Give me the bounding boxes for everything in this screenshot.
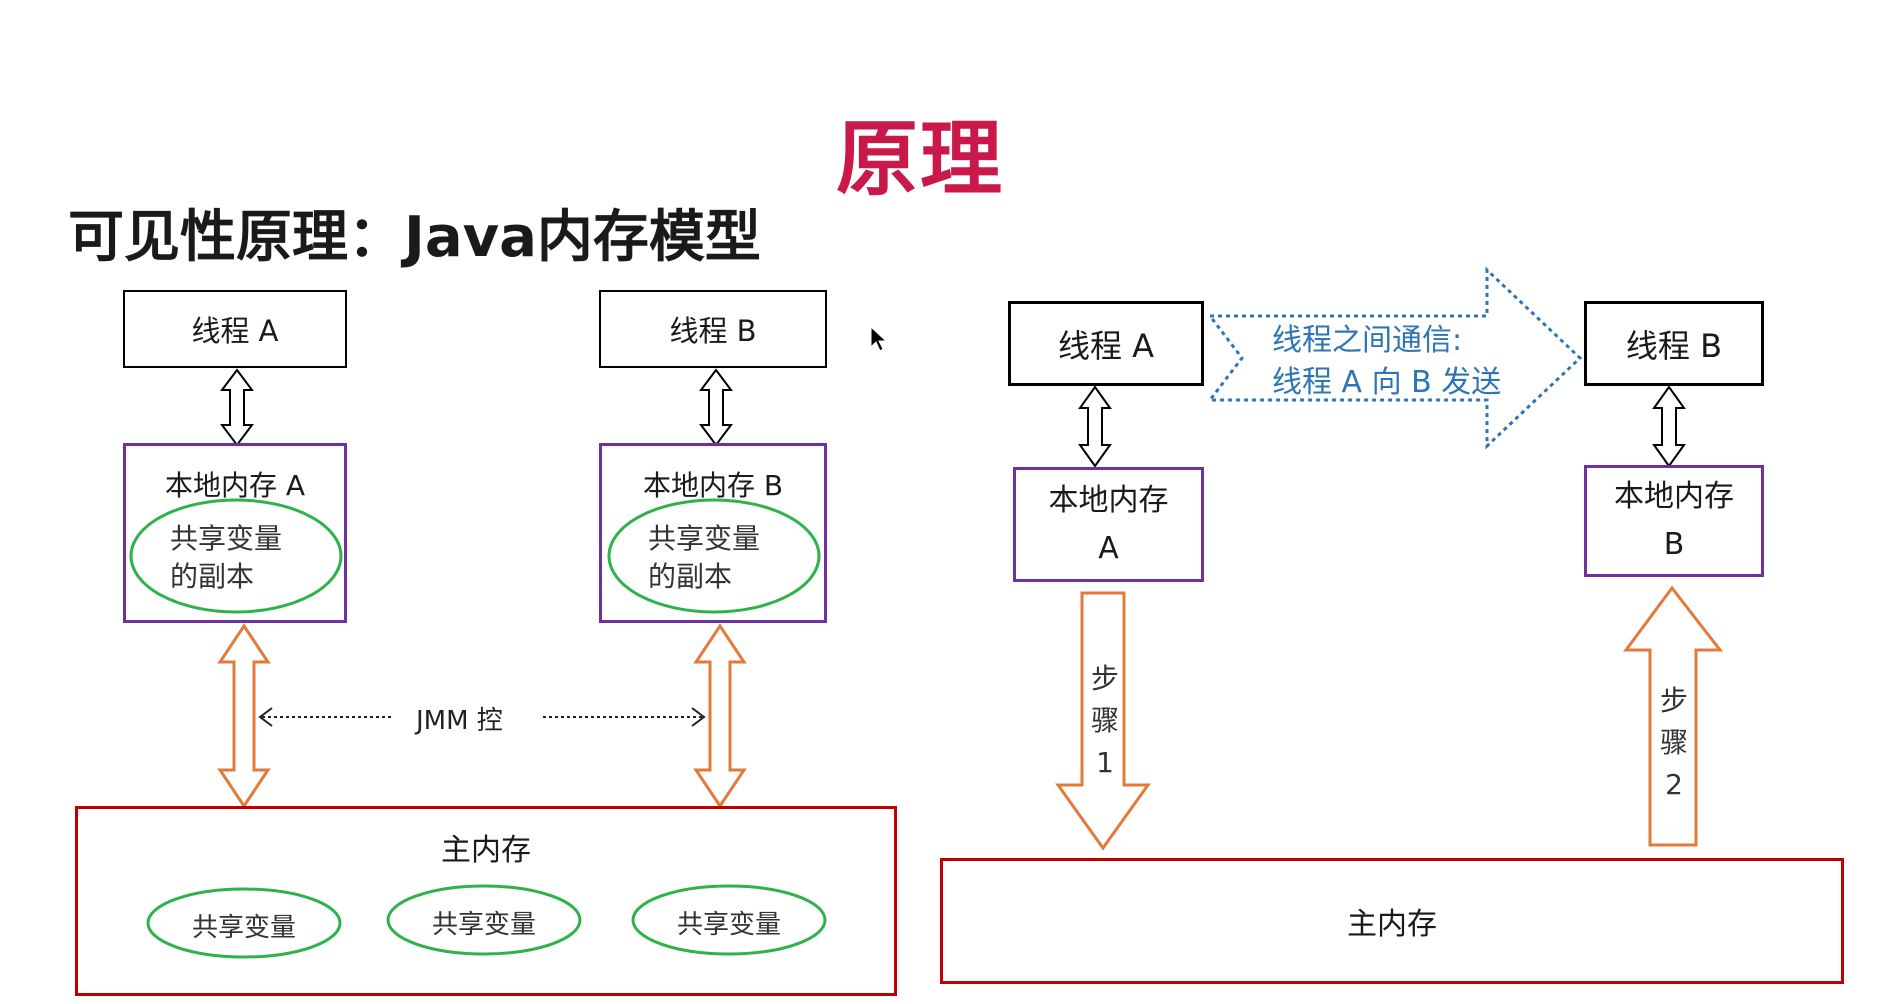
right-local-memory-b: 本地内存 B [1584,465,1764,577]
copy-label-a: 共享变量 的副本 [170,522,283,593]
jmm-label: JMM 控 [410,700,509,737]
main-memory-right-label: 主内存 [1347,907,1437,942]
right-thread-b-box: 线程 B [1584,301,1764,386]
copy-label-b: 共享变量 的副本 [648,522,761,593]
local-memory-a-title: 本地内存 A [164,469,306,502]
shared-label-2: 共享变量 [431,910,536,940]
step2-label: 步 骤 2 [1659,684,1688,801]
thread-b-box: 线程 B [599,290,827,368]
step1-label: 步 骤 1 [1090,662,1119,779]
shared-ellipse-1 [146,887,342,959]
local-memory-b-title: 本地内存 B [642,469,784,502]
thread-a-label: 线程 A [191,314,279,348]
double-arrow-right-thread-a [1078,385,1112,468]
right-local-memory-a: 本地内存 A [1013,467,1204,582]
copy-ellipse-a [129,498,343,614]
shared-label-1: 共享变量 [191,913,296,943]
copy-ellipse-b [607,498,821,614]
step2-up-arrow [1623,585,1724,847]
local-memory-a: 本地内存 A [123,443,347,623]
main-memory-left [75,806,897,996]
right-thread-b-label: 线程 B [1625,326,1723,365]
mouse-cursor-icon [870,326,888,352]
local-memory-b: 本地内存 B [599,443,827,623]
double-arrow-thread-a-local-a [220,368,254,447]
main-memory-left-label: 主内存 [441,833,531,868]
communication-label: 线程之间通信: 线程 A 向 B 发送 [1272,323,1502,400]
slide-subtitle: 可见性原理：Java内存模型 [68,205,761,270]
double-arrow-right-thread-b [1652,385,1686,468]
shared-ellipse-3 [631,884,827,956]
thread-b-label: 线程 B [669,314,757,348]
communication-arrow [1206,266,1583,450]
slide-title: 原理 [835,112,1004,207]
shared-ellipse-2 [386,884,582,956]
main-memory-right: 主内存 [940,858,1844,984]
thread-a-box: 线程 A [123,290,347,368]
right-thread-a-box: 线程 A [1008,301,1204,386]
shared-label-3: 共享变量 [676,910,781,940]
right-thread-a-label: 线程 A [1057,326,1155,365]
double-arrow-thread-b-local-b [699,368,733,447]
step1-down-arrow [1055,591,1151,851]
